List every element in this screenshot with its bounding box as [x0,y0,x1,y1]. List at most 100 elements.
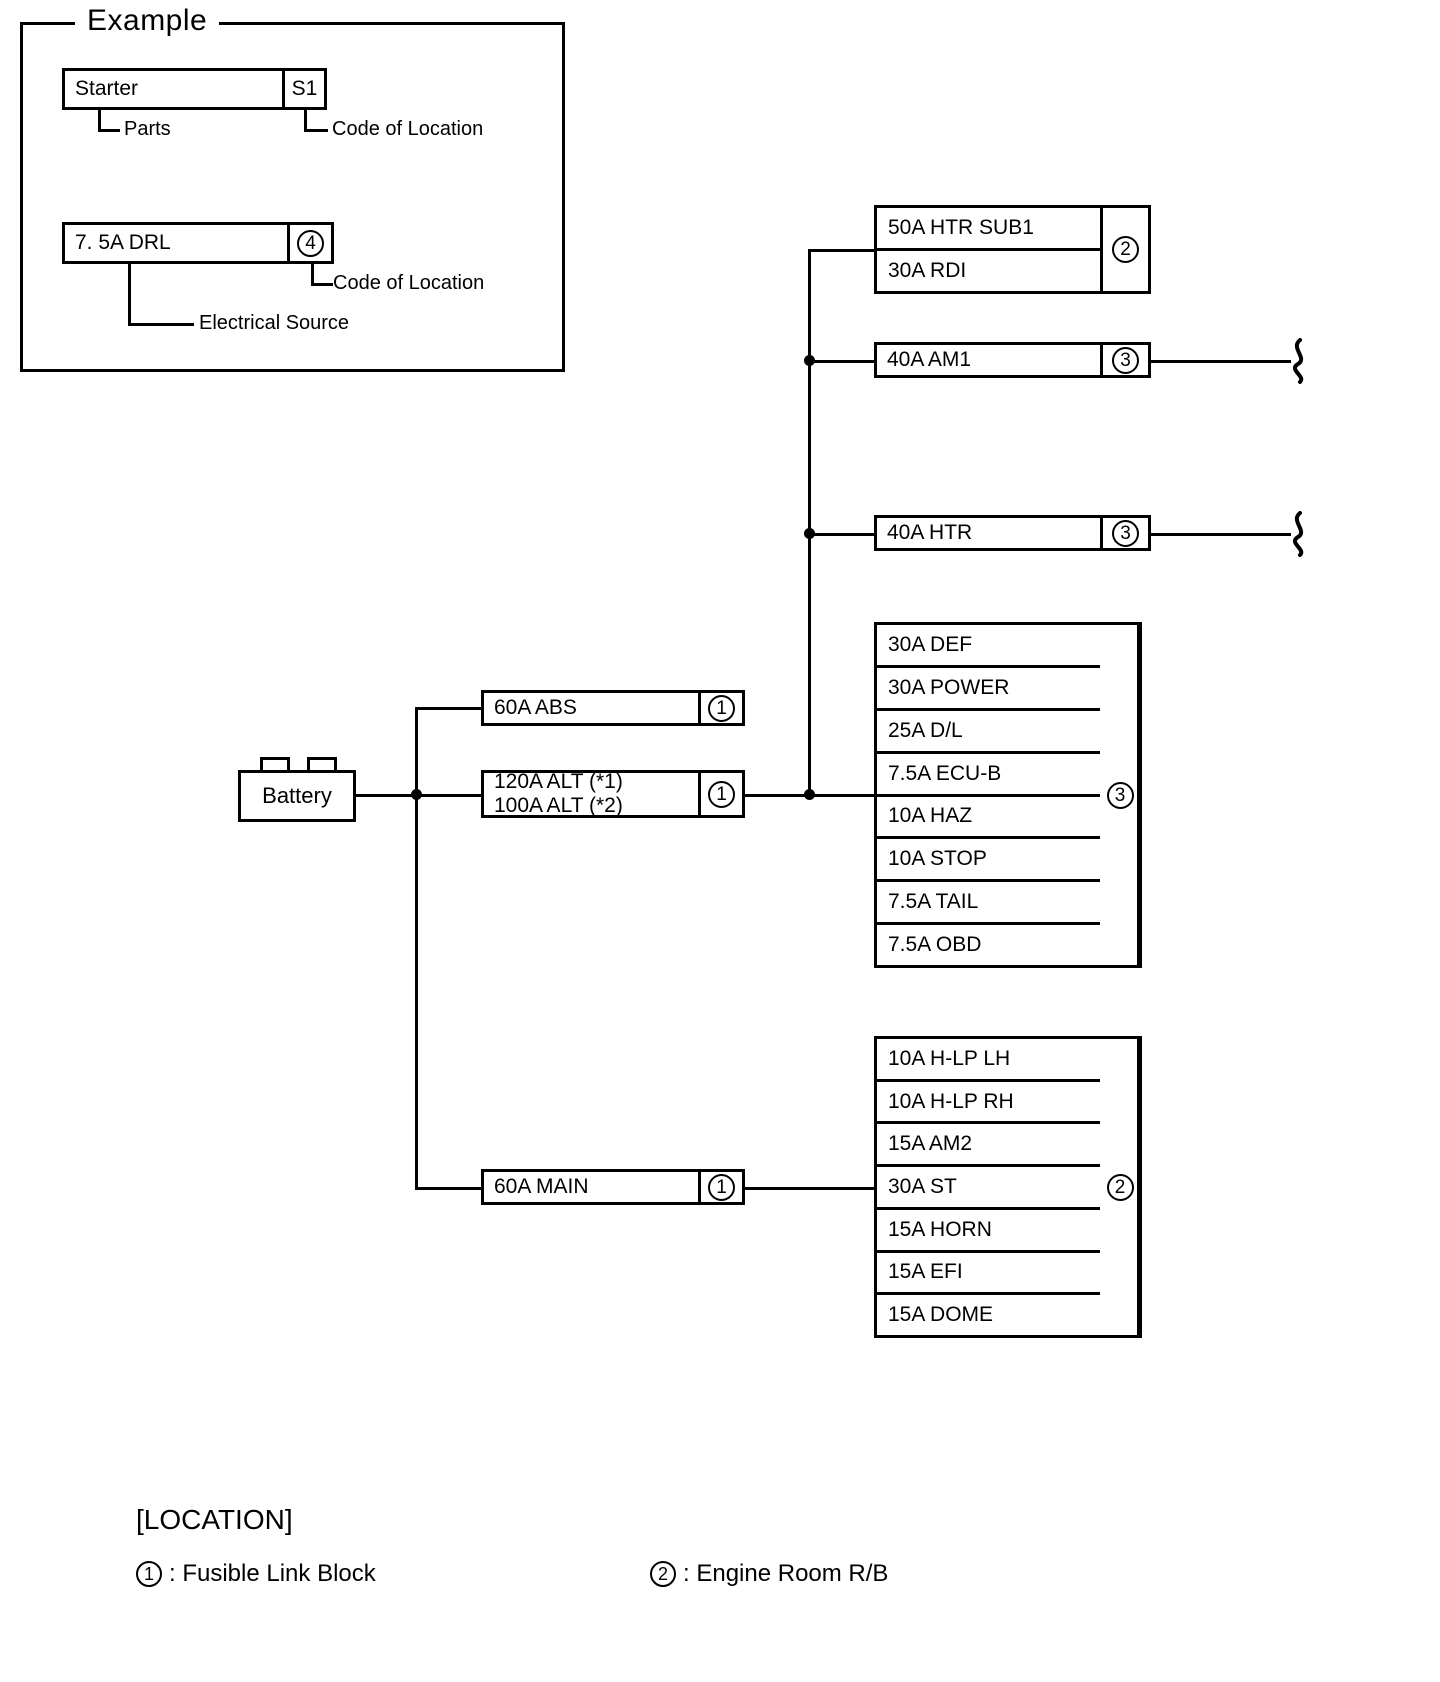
example-partcode-label: Code of Location [332,118,484,140]
example-fusecode-leader-v [311,264,314,286]
fusible-link-alt-line2: 100A ALT (*2) [494,794,623,817]
fuse-htr-name: 40A HTR [887,521,973,545]
fuse-row: 50A HTR SUB1 [877,208,1100,251]
continuation-marker-icon [1292,338,1304,384]
junction-am1 [804,355,815,366]
example-title: Example [75,4,220,38]
example-parts-label: Parts [124,118,171,140]
fuse-block-engine: 10A H-LP LH 10A H-LP RH 15A AM2 30A ST 1… [874,1036,1142,1338]
example-part-code: S1 [282,71,324,107]
fuse-row: 30A DEF [877,625,1139,668]
fuse-am1-code: 3 [1100,345,1148,375]
wire-battery-out [356,794,418,797]
location-legend-title: [LOCATION] [136,1504,293,1535]
location-legend-item-1: 1 : Fusible Link Block [136,1560,376,1588]
fuse-block-htr-sub-rows: 50A HTR SUB1 30A RDI [877,208,1100,291]
example-partcode-leader-v [304,110,307,132]
battery-terminal-negative [307,757,337,772]
fuse-block-htr-sub: 50A HTR SUB1 30A RDI 2 [874,205,1151,294]
location-badge: 1 [708,780,735,808]
fuse-row: 15A AM2 [877,1124,1139,1168]
fuse-am1-name: 40A AM1 [887,348,972,372]
example-part-name: Starter [75,77,139,101]
location-badge: 2 [1106,1173,1134,1201]
example-parts-leader-v [98,110,101,132]
example-fusecode-leader-h [311,283,333,286]
fusible-link-alt-name: 120A ALT (*1) 100A ALT (*2) [484,770,698,817]
fusible-link-alt-line1: 120A ALT (*1) [494,770,623,794]
fusible-link-abs: 60A ABS 1 [481,690,745,726]
fusible-link-alt-code: 1 [698,773,742,815]
fusible-link-alt: 120A ALT (*1) 100A ALT (*2) 1 [481,770,745,818]
example-source-label: Electrical Source [199,312,350,334]
location-legend-item-2-label: : Engine Room R/B [683,1560,889,1587]
example-source-leader-h [128,323,194,326]
location-badge: 1 [136,1561,162,1587]
wire-to-alt [415,794,481,797]
example-parts-leader-h [98,129,120,132]
example-fuse-box: 7. 5A DRL 4 [62,222,334,264]
fuse-row: 15A DOME [888,1303,994,1327]
location-badge: 3 [1112,346,1139,374]
fusible-link-main: 60A MAIN 1 [481,1169,745,1205]
wire-to-abs [415,707,481,710]
fuse-row: 7.5A OBD [888,933,982,957]
wire-to-cabin-block [808,794,876,797]
location-badge: 3 [1106,781,1134,809]
wire-htr-out [1151,533,1291,536]
wire-am1-out [1151,360,1291,363]
fuse-block-engine-code: 2 [1100,1036,1140,1338]
example-partcode-leader-h [304,129,328,132]
fuse-block-engine-rows: 10A H-LP LH 10A H-LP RH 15A AM2 30A ST 1… [877,1039,1139,1335]
wire-main-bus [808,249,811,795]
continuation-marker-icon [1292,511,1304,557]
wire-to-htr [808,533,876,536]
location-badge: 2 [1112,236,1139,263]
example-fuse-name: 7. 5A DRL [75,231,171,255]
battery-terminal-positive [260,757,290,772]
fusible-link-main-code: 1 [698,1172,742,1202]
fuse-row: 25A D/L [877,711,1139,754]
fuse-row: 30A POWER [877,668,1139,711]
fuse-row: 15A HORN [877,1210,1139,1253]
wire-main-out [745,1187,876,1190]
fuse-row: 30A RDI [888,259,967,282]
junction-htr [804,528,815,539]
fuse-row: 7.5A ECU-B [877,754,1139,797]
fuse-row: 10A STOP [877,839,1139,883]
location-badge: 3 [1112,519,1139,547]
battery-label: Battery [262,783,332,808]
fuse-row: 10A H-LP RH [877,1082,1139,1125]
example-source-leader-v [128,264,131,326]
battery: Battery [238,770,356,822]
wire-battery-trunk [415,707,418,1190]
example-part-box: Starter S1 [62,68,327,110]
fuse-row: 10A H-LP LH [877,1039,1139,1082]
fuse-block-cabin-rows: 30A DEF 30A POWER 25A D/L 7.5A ECU-B 10A… [877,625,1139,965]
fuse-block-cabin: 30A DEF 30A POWER 25A D/L 7.5A ECU-B 10A… [874,622,1142,968]
fuse-htr-code: 3 [1100,518,1148,548]
fuse-row: 15A EFI [877,1253,1139,1296]
location-badge: 2 [650,1561,676,1587]
fusible-link-main-name: 60A MAIN [494,1175,589,1199]
location-legend-item-2: 2 : Engine Room R/B [650,1560,888,1588]
fuse-htr: 40A HTR 3 [874,515,1151,551]
fuse-row: 10A HAZ [877,797,1139,840]
wire-to-main [415,1187,481,1190]
fusible-link-abs-name: 60A ABS [494,696,577,720]
example-fusecode-label: Code of Location [333,272,485,294]
location-legend-item-1-label: : Fusible Link Block [169,1560,376,1587]
fuse-row: 30A ST [877,1167,1139,1210]
location-badge: 1 [708,694,735,722]
location-badge: 1 [708,1173,735,1201]
fuse-row: 7.5A TAIL [877,882,1139,926]
location-badge: 4 [297,229,324,257]
fuse-block-htr-sub-code: 2 [1100,208,1148,291]
example-frame [20,22,565,372]
fuse-block-cabin-code: 3 [1100,622,1140,968]
fusible-link-abs-code: 1 [698,693,742,723]
wire-to-am1 [808,360,876,363]
wire-to-htr-sub-block [808,249,876,252]
example-fuse-code: 4 [287,225,331,261]
